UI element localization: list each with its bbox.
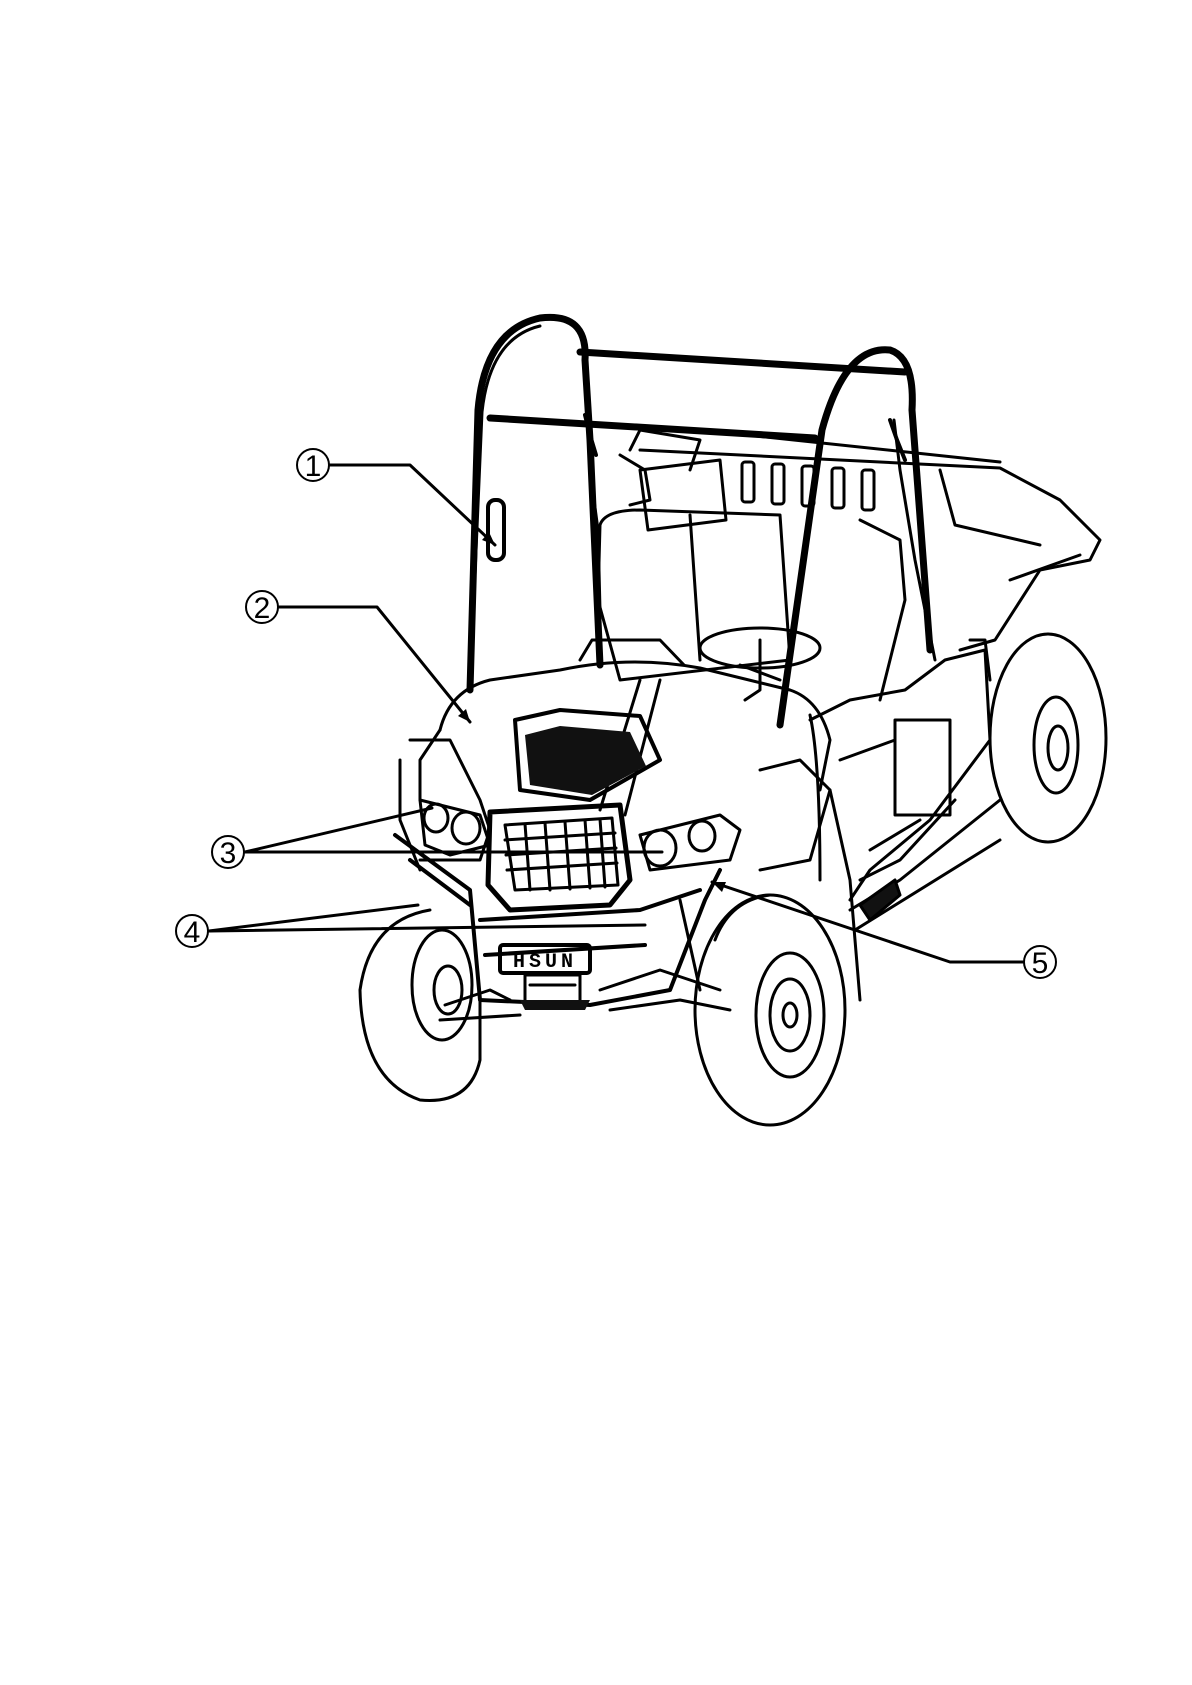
callout-4-leader-b	[209, 925, 645, 931]
hood	[420, 640, 830, 815]
callout-4: 4	[176, 905, 645, 949]
callout-1-leader	[330, 465, 495, 545]
seat	[598, 510, 905, 700]
callout-4-number: 4	[184, 916, 201, 949]
front-grille	[488, 805, 630, 910]
callout-2-leader	[279, 607, 470, 722]
front-left-wheel	[360, 910, 480, 1101]
license-plate-text: HSUN	[513, 951, 577, 974]
utv-illustration: HSUN	[360, 317, 1106, 1125]
rear-right-wheel	[990, 634, 1106, 842]
vehicle-body	[810, 640, 990, 900]
front-right-wheel	[695, 895, 845, 1125]
callout-1: 1	[297, 449, 495, 545]
callout-2: 2	[246, 591, 470, 722]
right-headlights	[640, 815, 740, 870]
callout-3-number: 3	[220, 837, 237, 870]
steering-wheel	[700, 628, 820, 700]
hood-vent	[525, 726, 646, 795]
callout-1-number: 1	[305, 450, 322, 483]
callout-5-number: 5	[1032, 947, 1049, 980]
callout-2-number: 2	[254, 592, 271, 625]
side-mirror	[488, 500, 504, 560]
